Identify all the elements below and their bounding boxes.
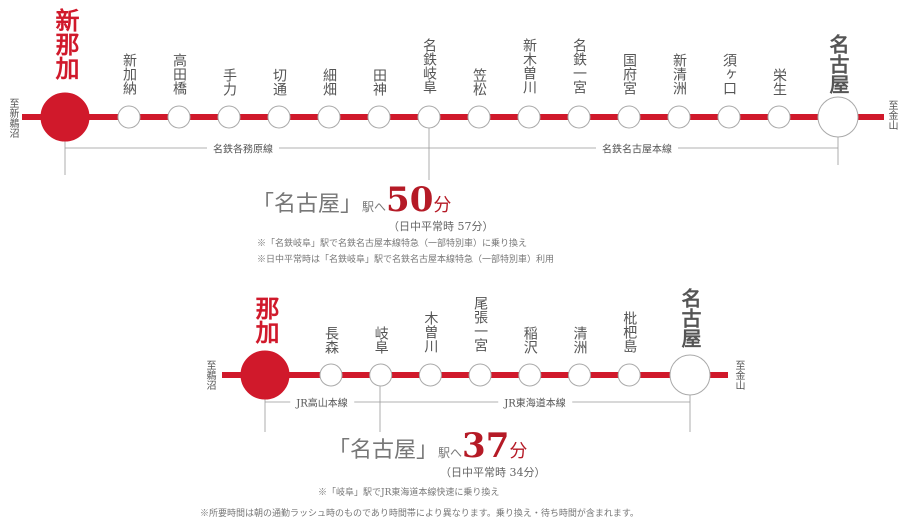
- route1-direction-left: 至新鵜沼: [7, 98, 18, 138]
- headline-suffix: 駅へ: [438, 446, 463, 460]
- route2-segment-label: JR東海道本線: [498, 394, 572, 410]
- route1-station-label: 須ヶ口: [721, 53, 737, 95]
- route1-station-marker: [767, 105, 791, 129]
- route1-station-label: 名鉄一宮: [571, 38, 587, 94]
- route2-headline: 「名古屋」駅へ37分: [328, 426, 527, 466]
- headline-station: 「名古屋」: [328, 438, 439, 463]
- route1-station-marker: [267, 105, 291, 129]
- route1-station-marker: [617, 105, 641, 129]
- route2-station-marker: [617, 363, 641, 387]
- route1-station-label: 新木曽川: [521, 38, 537, 94]
- headline-station: 「名古屋」: [252, 192, 363, 217]
- route1-terminal-station-marker: [817, 96, 859, 138]
- route2-direction-right: 至金山: [733, 360, 744, 390]
- route1-origin-station-marker: [40, 92, 90, 142]
- route1-station-marker: [567, 105, 591, 129]
- route2-segment-label: JR高山本線: [290, 394, 354, 410]
- footer-note: ※所要時間は朝の通勤ラッシュ時のものであり時間帯により異なります。乗り換え・待ち…: [200, 509, 639, 519]
- route1-station-label: 切通: [271, 68, 287, 96]
- route2-direction-left: 至鵜沼: [204, 360, 215, 390]
- route2-station-marker: [319, 363, 343, 387]
- route2-note: ※「岐阜」駅でJR東海道本線快速に乗り換え: [318, 488, 500, 498]
- route1-note: ※日中平常時は「名鉄岐阜」駅で名鉄名古屋本線特急（一部特別車）利用: [257, 255, 555, 265]
- route1-station-marker: [467, 105, 491, 129]
- route2-station-marker: [468, 363, 492, 387]
- route1-station-marker: [417, 105, 441, 129]
- route1-headline: 「名古屋」駅へ50分: [252, 180, 451, 220]
- headline-minutes: 50: [386, 180, 434, 220]
- route1-direction-right: 至金山: [886, 100, 897, 130]
- route2-station-label: 岐阜: [372, 326, 389, 354]
- route2-station-marker: [418, 363, 442, 387]
- route1-station-marker: [317, 105, 341, 129]
- route1-station-label: 手力: [221, 68, 237, 96]
- route1-origin-label: 新那加: [51, 8, 80, 80]
- headline-suffix: 駅へ: [362, 200, 387, 214]
- route1-terminal-label: 名古屋: [826, 34, 850, 94]
- route2-daytime: （日中平常時 34分）: [440, 466, 546, 479]
- route1-station-label: 新清洲: [671, 53, 687, 95]
- route2-station-label: 長森: [323, 326, 339, 354]
- headline-minutes: 37: [462, 426, 510, 466]
- route2-terminal-label: 名古屋: [678, 288, 702, 348]
- route2-station-marker: [369, 363, 393, 387]
- route2-station-label: 稲沢: [521, 326, 538, 354]
- route1-station-label: 栄生: [771, 68, 787, 96]
- route2-origin-label: 那加: [251, 296, 280, 344]
- route1-station-marker: [717, 105, 741, 129]
- route2-origin-station-marker: [240, 350, 290, 400]
- route2-station-label: 木曽川: [422, 311, 439, 353]
- route1-segment-label: 名鉄各務原線: [207, 140, 279, 156]
- route1-station-marker: [517, 105, 541, 129]
- route2-station-marker: [518, 363, 542, 387]
- route1-note: ※「名鉄岐阜」駅で名鉄名古屋本線特急（一部特別車）に乗り換え: [257, 239, 528, 249]
- route1-daytime: （日中平常時 57分）: [388, 220, 494, 233]
- headline-unit: 分: [433, 195, 452, 216]
- route2-station-label: 枇杷島: [621, 311, 638, 353]
- headline-unit: 分: [509, 441, 528, 462]
- route1-station-label: 国府宮: [621, 53, 637, 95]
- route2-station-marker: [568, 363, 591, 387]
- route1-station-label: 笠松: [471, 68, 487, 96]
- route1-station-label: 高田橋: [171, 53, 187, 95]
- route1-station-label: 新加納: [121, 53, 137, 95]
- route1-station-marker: [117, 105, 141, 129]
- route1-station-label: 名鉄岐阜: [421, 38, 437, 94]
- route2-terminal-station-marker: [669, 354, 711, 396]
- route1-station-label: 田神: [371, 68, 387, 96]
- route1-station-marker: [167, 105, 191, 129]
- route1-station-label: 細畑: [321, 68, 337, 96]
- route1-segment-label: 名鉄名古屋本線: [596, 140, 678, 156]
- route1-station-marker: [217, 105, 241, 129]
- route2-station-label: 尾張一宮: [472, 296, 489, 352]
- route1-station-marker: [367, 105, 391, 129]
- route2-station-label: 清洲: [571, 326, 588, 354]
- route1-station-marker: [667, 105, 691, 129]
